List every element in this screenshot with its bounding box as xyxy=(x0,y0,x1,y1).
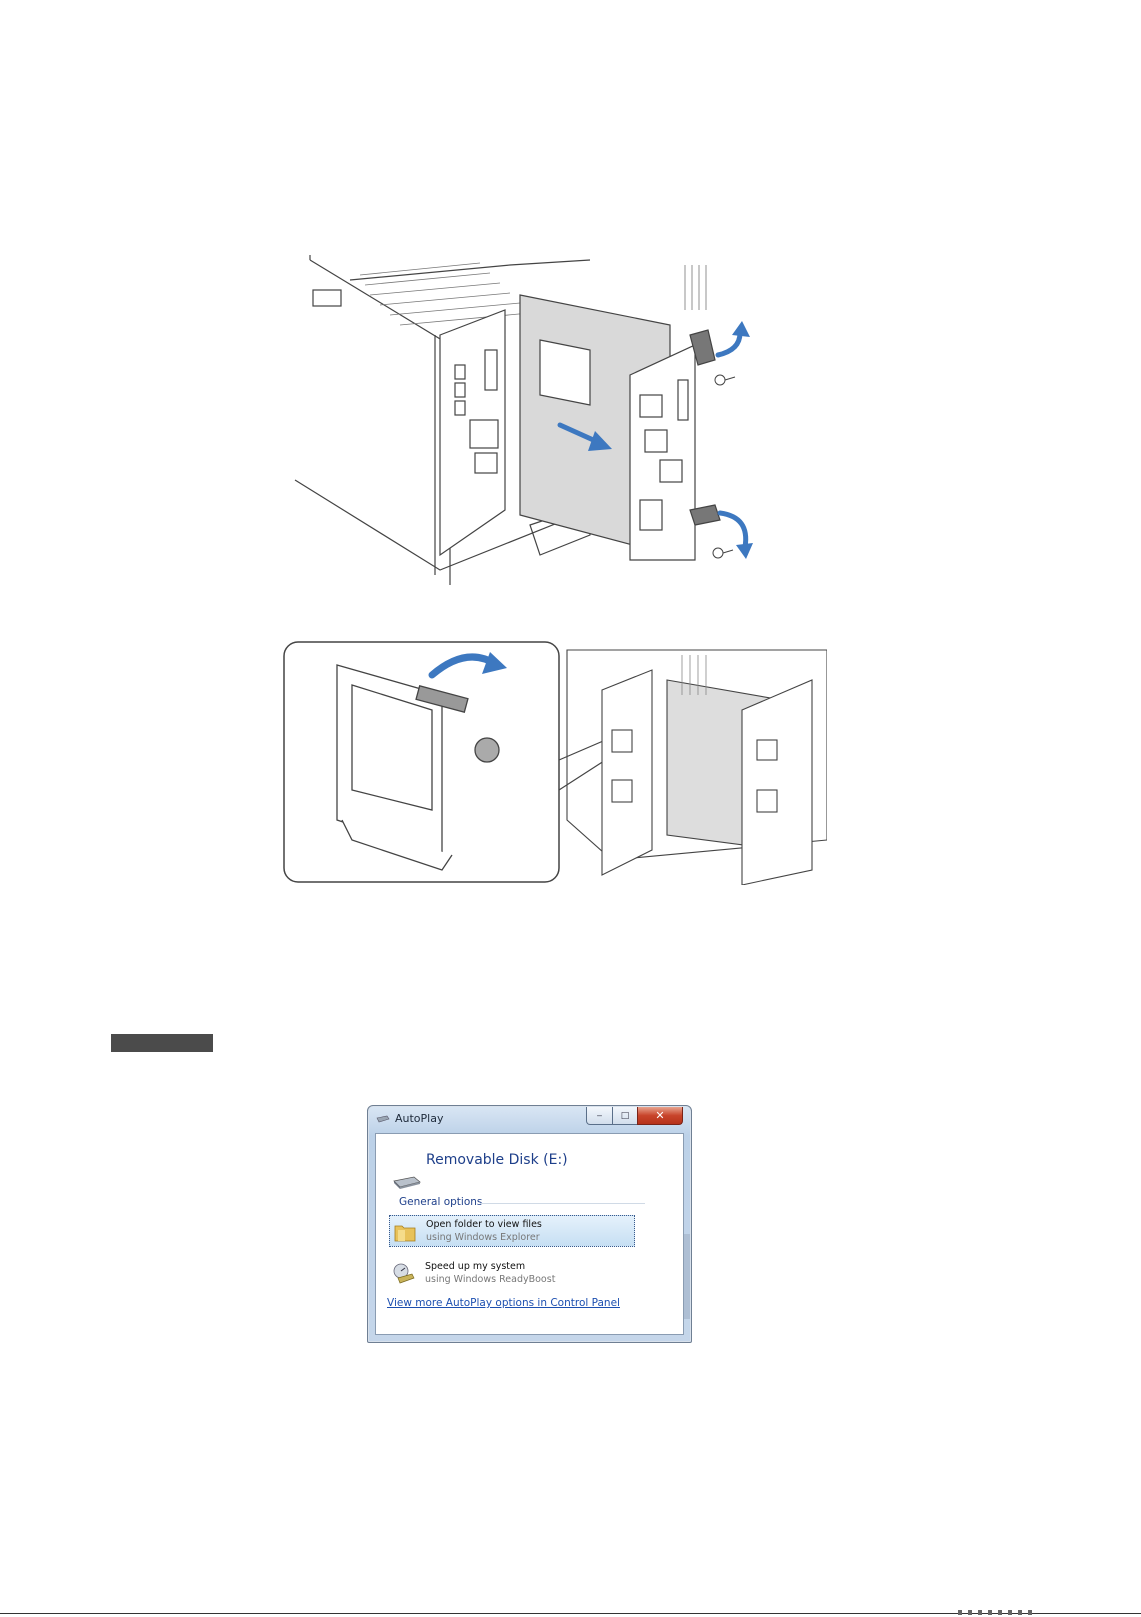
option-subtitle: using Windows Explorer xyxy=(426,1232,540,1243)
title-bar[interactable]: AutoPlay ‒ □ ✕ xyxy=(368,1106,691,1132)
page-footer-marks xyxy=(958,1610,1120,1615)
option-open-folder[interactable]: Open folder to view files using Windows … xyxy=(389,1215,635,1247)
removable-disk-icon xyxy=(392,1174,422,1190)
control-panel-link[interactable]: View more AutoPlay options in Control Pa… xyxy=(387,1297,620,1309)
small-chassis xyxy=(567,650,827,885)
folder-icon xyxy=(393,1220,417,1244)
drive-icon xyxy=(376,1114,390,1124)
option-speed-up[interactable]: Speed up my system using Windows ReadyBo… xyxy=(389,1258,635,1290)
minimize-icon: ‒ xyxy=(597,1111,603,1121)
window-edge-highlight xyxy=(684,1234,690,1319)
maximize-button[interactable]: □ xyxy=(612,1107,638,1125)
maximize-icon: □ xyxy=(621,1111,630,1121)
window-title: AutoPlay xyxy=(395,1112,443,1125)
rotate-arrow-bottom xyxy=(720,513,746,547)
section-heading: General options xyxy=(399,1196,482,1208)
section-divider xyxy=(480,1203,645,1204)
rear-panel xyxy=(440,310,505,555)
dialog-client-area: Removable Disk (E:) General options Open… xyxy=(375,1133,684,1335)
controller-unit xyxy=(520,295,720,560)
option-title: Open folder to view files xyxy=(426,1219,542,1230)
rotate-arrow-top xyxy=(718,333,740,355)
minimize-button[interactable]: ‒ xyxy=(586,1107,613,1125)
autoplay-dialog: AutoPlay ‒ □ ✕ Removable Disk (E:) Gener… xyxy=(367,1105,692,1343)
option-subtitle: using Windows ReadyBoost xyxy=(425,1274,555,1285)
latch-release-illustration xyxy=(282,640,827,885)
controller-removal-illustration xyxy=(290,255,810,585)
close-button[interactable]: ✕ xyxy=(637,1107,683,1125)
device-name: Removable Disk (E:) xyxy=(426,1152,568,1168)
section-label-bar xyxy=(111,1034,213,1052)
option-title: Speed up my system xyxy=(425,1261,525,1272)
screw-icons xyxy=(713,375,735,558)
readyboost-icon xyxy=(392,1262,416,1286)
close-icon: ✕ xyxy=(655,1109,664,1122)
